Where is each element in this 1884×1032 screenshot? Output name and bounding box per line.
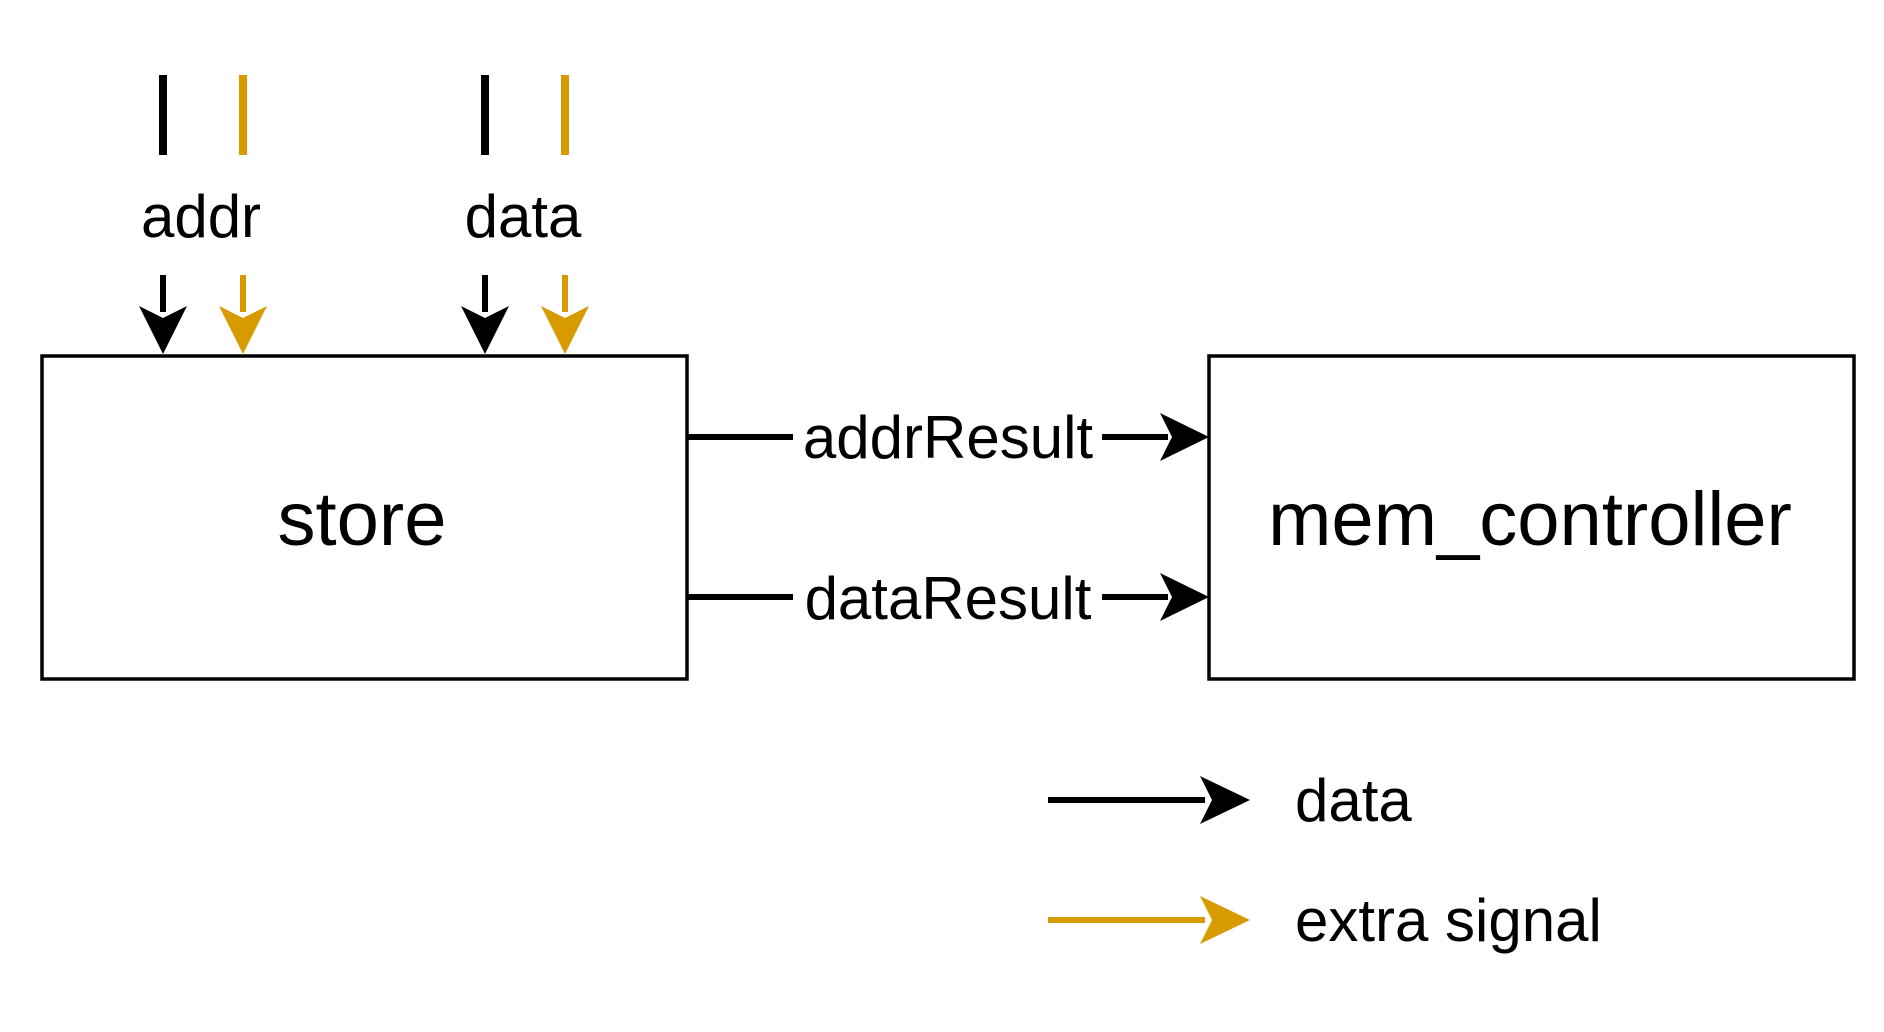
data-extra-arrowhead — [541, 306, 589, 354]
addr-extra-arrowhead — [219, 306, 267, 354]
data-data-arrowhead — [461, 306, 509, 354]
addr-result-connection: addrResult — [687, 404, 1209, 471]
mem-controller-box — [1207, 354, 1856, 681]
legend-extra-arrowhead — [1200, 896, 1250, 944]
store-block: store — [40, 354, 689, 681]
legend-item-data: data — [1048, 767, 1412, 834]
mem-controller-block: mem_controller — [1207, 354, 1856, 681]
mem-controller-label: mem_controller — [1268, 477, 1792, 562]
store-label: store — [278, 477, 447, 562]
legend-data-arrowhead — [1200, 776, 1250, 824]
data-result-connection: dataResult — [687, 565, 1209, 632]
data-result-arrowhead — [1160, 573, 1209, 621]
data-input-label: data — [465, 183, 582, 250]
legend-data-label: data — [1295, 767, 1412, 834]
addr-input-group: addr — [139, 75, 267, 354]
data-input-group: data — [461, 75, 589, 354]
store-box — [40, 354, 689, 681]
addr-data-arrowhead — [139, 306, 187, 354]
addr-input-label: addr — [141, 183, 261, 250]
addr-result-arrowhead — [1160, 413, 1209, 461]
legend: data extra signal — [1048, 767, 1602, 954]
addr-result-label: addrResult — [803, 404, 1093, 471]
data-result-label: dataResult — [805, 565, 1092, 632]
legend-extra-signal-label: extra signal — [1295, 887, 1602, 954]
legend-item-extra-signal: extra signal — [1048, 887, 1602, 954]
